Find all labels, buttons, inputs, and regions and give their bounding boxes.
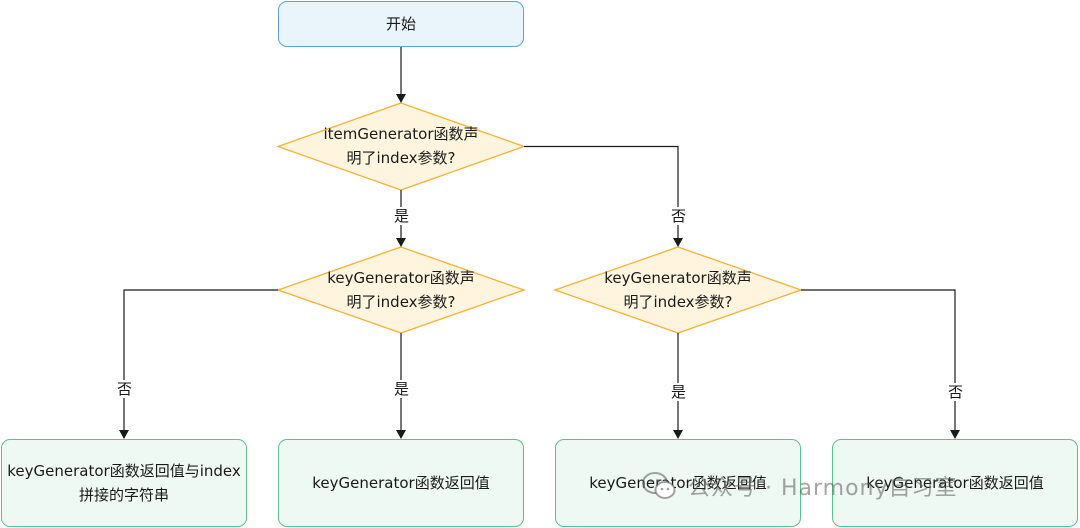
result-node-key-1-label: keyGenerator函数返回值	[312, 474, 490, 492]
watermark-text: 公众号 · Harmony自习室	[688, 476, 958, 501]
edge-label-yes-3: 是	[669, 383, 689, 401]
edge-label-yes-1: 是	[392, 207, 412, 225]
result-node-key-2-label: keyGenerator函数返回值	[589, 474, 767, 492]
result-node-concat-label: keyGenerator函数返回值与index 拼接的字符串	[7, 462, 241, 504]
decision-item-label: itemGenerator函数声 明了index参数?	[323, 125, 479, 167]
result-node-concat: keyGenerator函数返回值与index 拼接的字符串	[1, 439, 247, 527]
edge-label-yes-2: 是	[392, 380, 412, 398]
result-node-key-3-label: keyGenerator函数返回值	[866, 474, 1044, 492]
edge-label-no-2: 否	[115, 380, 135, 398]
start-node-label: 开始	[385, 15, 416, 33]
decision-key-left-label: keyGenerator函数声 明了index参数?	[327, 269, 475, 311]
decision-key-right-label: keyGenerator函数声 明了index参数?	[604, 269, 752, 311]
edge-label-no-3: 否	[946, 383, 966, 401]
edge-key-left-no	[119, 289, 278, 439]
edge-label-no-1: 否	[669, 207, 689, 225]
result-node-key-2: keyGenerator函数返回值	[555, 439, 801, 527]
result-node-key-1: keyGenerator函数返回值	[278, 439, 524, 527]
edge-item-no	[524, 145, 683, 247]
result-node-key-3: keyGenerator函数返回值	[832, 439, 1078, 527]
watermark: 公众号 · Harmony自习室	[642, 470, 958, 502]
wechat-icon	[642, 472, 676, 499]
edge-key-right-no	[801, 289, 960, 439]
start-node: 开始	[278, 1, 524, 47]
